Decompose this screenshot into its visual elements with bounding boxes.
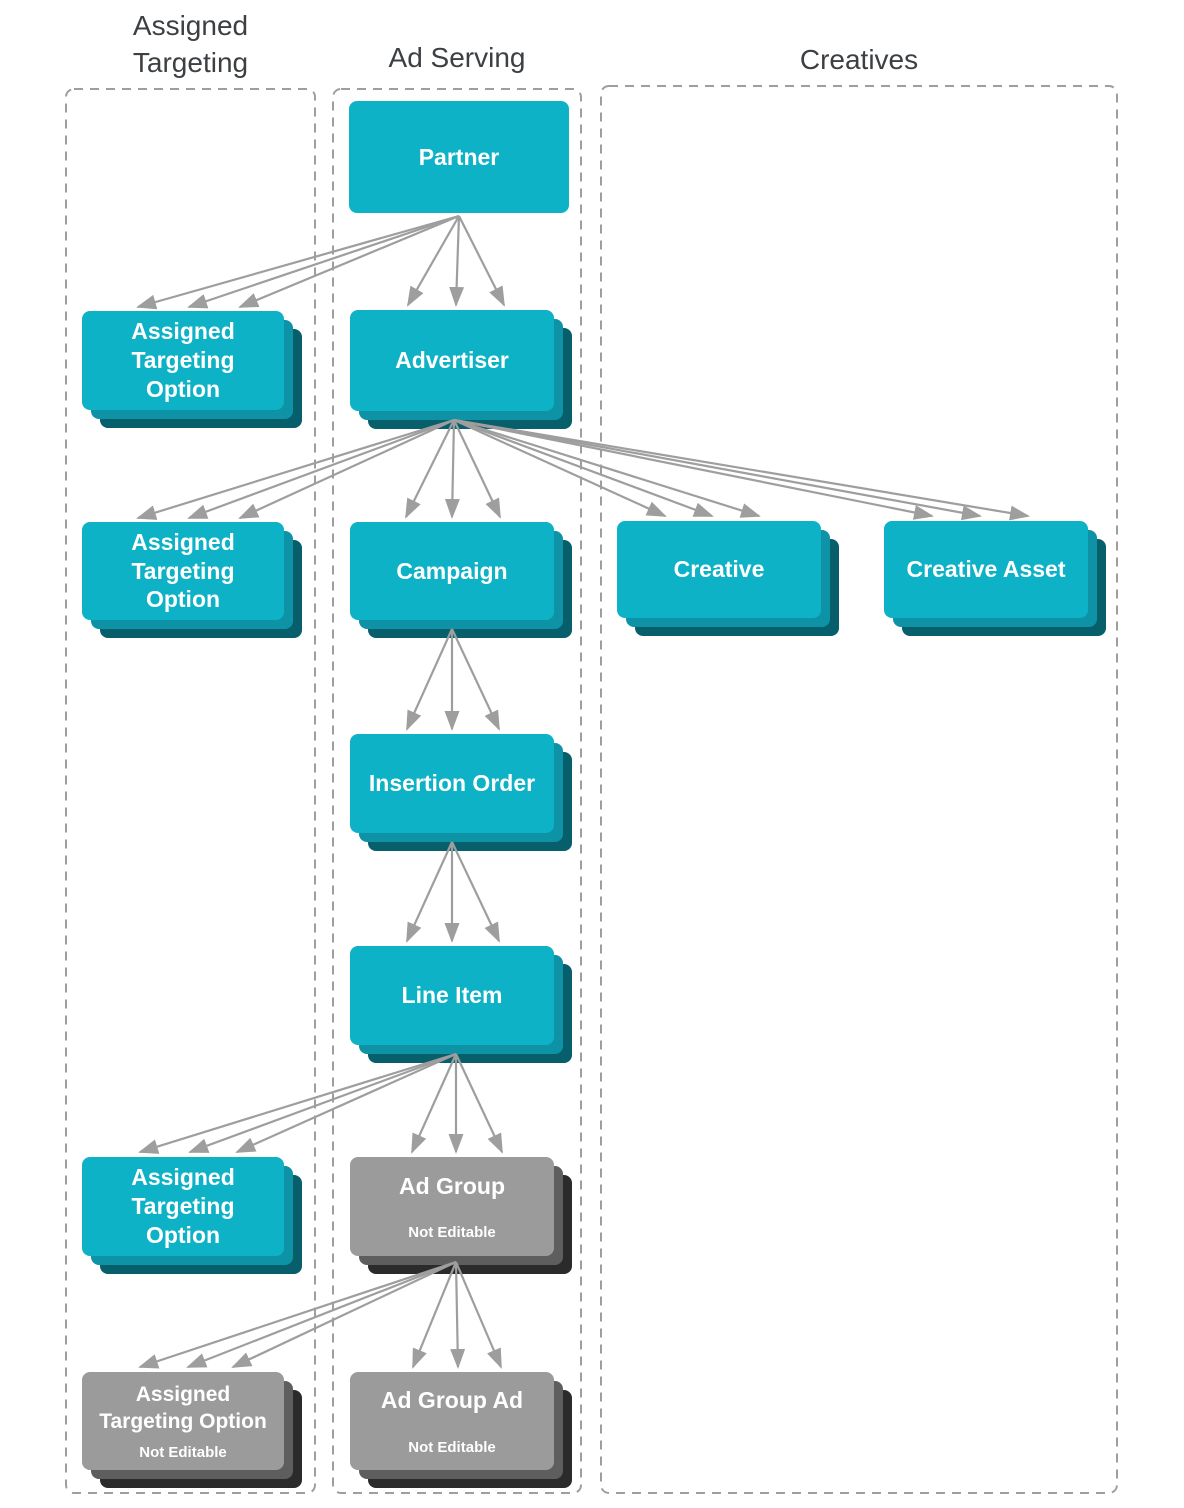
node-assigned-targeting-option-ad-group-note: Not Editable (139, 1444, 227, 1462)
node-ad-group-ad-note: Not Editable (408, 1438, 496, 1456)
column-assigned-targeting-border (65, 88, 316, 1494)
edges-partner-to-advertiser (407, 215, 505, 307)
node-assigned-targeting-option-ad-group-label: Assigned Targeting Option (99, 1382, 267, 1433)
node-ad-group-note: Not Editable (408, 1224, 496, 1242)
node-assigned-targeting-option-line-item: Assigned Targeting Option (82, 1157, 284, 1256)
node-insertion-order-label: Insertion Order (368, 770, 536, 797)
edges-advertiser-to-creative (453, 418, 761, 518)
node-creative-asset-label: Creative Asset (906, 556, 1066, 583)
node-advertiser-label: Advertiser (395, 347, 509, 374)
node-ad-group-ad: Ad Group Ad Not Editable (350, 1372, 554, 1470)
column-creatives-border (600, 85, 1118, 1494)
edges-line-item-to-ad-group (410, 1053, 503, 1154)
node-assigned-targeting-option-partner: Assigned Targeting Option (82, 311, 284, 410)
column-heading-creatives: Creatives (799, 44, 919, 75)
node-insertion-order: Insertion Order (350, 734, 554, 833)
node-partner-label: Partner (418, 143, 500, 170)
node-line-item: Line Item (350, 946, 554, 1045)
node-assigned-targeting-option-line-item-label: Assigned Targeting Option (131, 1164, 235, 1248)
edges-ad-group-to-ad-group-ad (411, 1261, 503, 1369)
edges-advertiser-to-campaign (405, 419, 501, 519)
node-assigned-targeting-option-advertiser-label: Assigned Targeting Option (131, 528, 235, 613)
edges-advertiser-to-assigned-targeting-option (136, 418, 455, 520)
node-creative-asset: Creative Asset (884, 521, 1088, 618)
node-assigned-targeting-option-advertiser: Assigned Targeting Option (82, 522, 284, 620)
edges-advertiser-to-creative-asset (453, 418, 1030, 521)
node-campaign: Campaign (350, 522, 554, 620)
edges-insertion-order-to-line-item (405, 841, 500, 943)
edges-partner-to-assigned-targeting-option (136, 214, 460, 310)
node-line-item-label: Line Item (401, 982, 503, 1009)
node-creative: Creative (617, 521, 821, 618)
edges-line-item-to-assigned-targeting-option (138, 1052, 457, 1154)
edges-ad-group-to-assigned-targeting-option (138, 1260, 457, 1369)
node-advertiser: Advertiser (350, 310, 554, 411)
column-heading-assigned-targeting: Assigned Targeting (132, 10, 249, 78)
node-assigned-targeting-option-ad-group: Assigned Targeting Option Not Editable (82, 1372, 284, 1470)
node-assigned-targeting-option-partner-label: Assigned Targeting Option (131, 318, 235, 402)
node-ad-group-ad-label: Ad Group Ad (380, 1387, 524, 1414)
node-campaign-label: Campaign (396, 557, 508, 584)
column-heading-ad-serving: Ad Serving (388, 42, 526, 73)
node-creative-label: Creative (673, 556, 765, 583)
node-ad-group: Ad Group Not Editable (350, 1157, 554, 1256)
edges-campaign-to-insertion-order (405, 628, 500, 731)
node-ad-group-label: Ad Group (398, 1172, 506, 1199)
node-partner: Partner (349, 101, 569, 213)
